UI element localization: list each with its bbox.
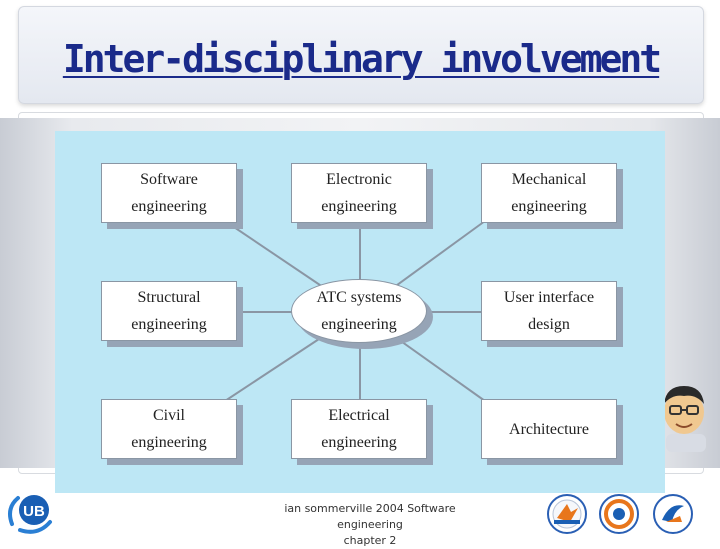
cartoon-character-image — [664, 386, 706, 452]
node-label-line1: Architecture — [509, 420, 589, 438]
node-architecture: Architecture — [481, 399, 617, 459]
footer-line-1: ian sommerville 2004 Software engineerin… — [284, 502, 456, 531]
slide-title: Inter-disciplinary involvement — [62, 37, 662, 81]
node-label-line2: engineering — [321, 198, 397, 215]
node-structural-engineering: Structural engineering — [101, 281, 237, 341]
node-label-line1: Software — [140, 171, 198, 188]
node-atc-systems-engineering: ATC systems engineering — [291, 279, 427, 343]
node-user-interface-design: User interface design — [481, 281, 617, 341]
partner-logo-2-icon — [599, 494, 639, 534]
node-label-line1: ATC systems — [316, 289, 402, 306]
node-label-line1: Electrical — [328, 407, 390, 424]
footer-line-2: chapter 2 — [343, 534, 397, 547]
node-label-line2: engineering — [511, 198, 587, 215]
diagram-panel: Software engineering Electronic engineer… — [55, 131, 665, 493]
node-software-engineering: Software engineering — [101, 163, 237, 223]
node-label-line2: design — [528, 316, 570, 333]
partner-logo-1-icon — [547, 494, 587, 534]
ub-logo-icon: UB — [8, 495, 52, 534]
slide-footer: ian sommerville 2004 Software engineerin… — [250, 501, 490, 549]
node-label-line1: Structural — [137, 289, 201, 306]
node-label-line2: engineering — [321, 434, 397, 451]
node-electronic-engineering: Electronic engineering — [291, 163, 427, 223]
node-label-line2: engineering — [131, 316, 207, 333]
node-civil-engineering: Civil engineering — [101, 399, 237, 459]
node-electrical-engineering: Electrical engineering — [291, 399, 427, 459]
node-label-line1: Mechanical — [511, 171, 587, 188]
node-label-line2: engineering — [321, 316, 397, 333]
partner-logo-3-icon — [653, 494, 693, 534]
ub-logo-text: UB — [23, 503, 45, 520]
node-label-line2: engineering — [131, 198, 207, 215]
node-label-line2: engineering — [131, 434, 207, 451]
node-label-line1: Electronic — [326, 171, 392, 188]
node-mechanical-engineering: Mechanical engineering — [481, 163, 617, 223]
slide-title-bar: Inter-disciplinary involvement — [18, 6, 704, 104]
node-label-line1: Civil — [152, 407, 185, 424]
node-label-line1: User interface — [503, 289, 595, 306]
